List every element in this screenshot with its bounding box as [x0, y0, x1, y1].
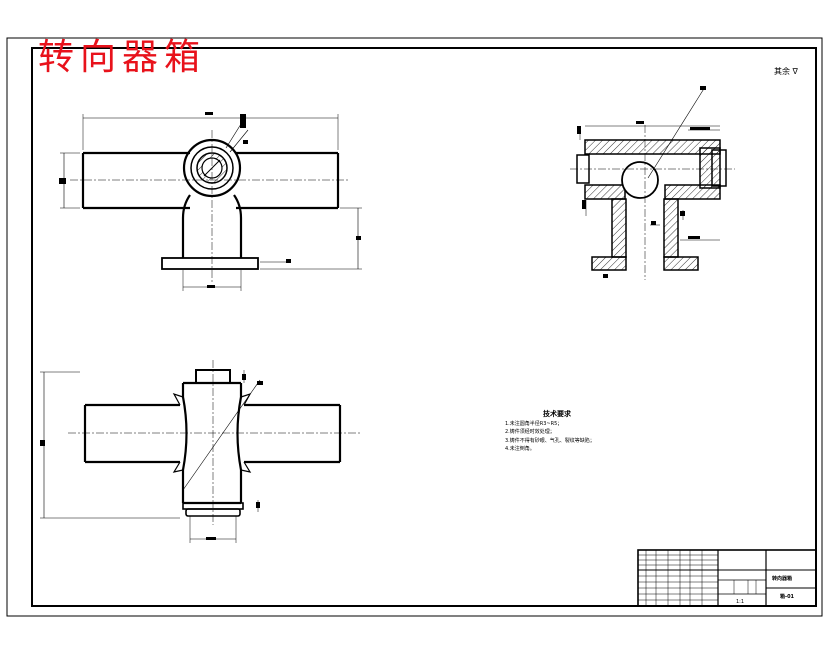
- section-view: [570, 86, 735, 280]
- tech-requirement-item: 2.铸件须经时效处理；: [505, 429, 555, 436]
- outer-border: [6, 37, 823, 617]
- tech-requirement-item: 3.铸件不得有砂眼、气孔、裂纹等缺陷；: [505, 437, 595, 444]
- tech-requirement-item: 4.未注倒角。: [505, 446, 535, 453]
- title-block-scale: 1:1: [736, 599, 745, 605]
- inner-border: [31, 47, 817, 607]
- technical-requirements: 技术要求 1.未注圆角半径R3~R5； 2.铸件须经时效处理； 3.铸件不得有砂…: [505, 410, 625, 454]
- title-block: [637, 549, 817, 607]
- tech-requirements-heading: 技术要求: [543, 410, 571, 418]
- roughness-note: 其余 ∇: [774, 67, 798, 76]
- top-view: [40, 360, 360, 543]
- drawing-title: 转向器箱: [38, 37, 207, 78]
- tech-requirement-item: 1.未注圆角半径R3~R5；: [505, 420, 563, 427]
- title-block-part-name: 转向器箱: [772, 576, 793, 582]
- title-block-drawing-no: 箱-01: [780, 594, 795, 600]
- front-view: [59, 112, 362, 291]
